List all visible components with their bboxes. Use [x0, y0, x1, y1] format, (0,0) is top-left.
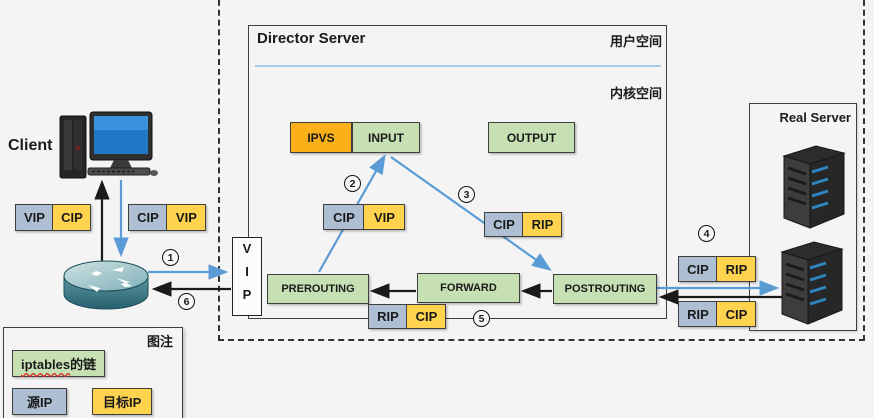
packet-director-to-realserver: CIP RIP — [678, 256, 757, 282]
packet-kernel-return: RIP CIP — [368, 304, 447, 329]
kernel-space-label: 内核空间 — [609, 86, 662, 101]
packet-dst-ip: RIP — [716, 256, 757, 282]
packet-src-ip: RIP — [368, 304, 408, 329]
step-3-badge: 3 — [458, 186, 475, 203]
packet-dst-ip: CIP — [406, 304, 447, 329]
input-chain-box: INPUT — [352, 122, 420, 153]
forward-chain-box: FORWARD — [417, 273, 520, 303]
legend-dest-ip-sample: 目标IP — [92, 388, 153, 415]
packet-realserver-return: RIP CIP — [678, 301, 757, 327]
packet-client-request: CIP VIP — [128, 204, 207, 231]
prerouting-chain-box: PREROUTING — [267, 274, 369, 304]
packet-dst-ip: CIP — [52, 204, 92, 231]
packet-src-ip: VIP — [15, 204, 54, 231]
vip-interface-box: V I P — [232, 237, 262, 316]
director-outer-dashed-frame — [218, 0, 865, 341]
packet-dst-ip: CIP — [716, 301, 757, 327]
packet-dst-ip: VIP — [166, 204, 207, 231]
step-5-badge: 5 — [473, 310, 490, 327]
desktop-computer-icon — [59, 111, 158, 179]
step-6-badge: 6 — [178, 293, 195, 310]
step-4-badge: 4 — [698, 225, 715, 242]
director-server-box — [248, 25, 667, 319]
packet-input-to-postrouting: CIP RIP — [484, 212, 563, 237]
ipvs-box: IPVS — [290, 122, 352, 153]
output-chain-box: OUTPUT — [488, 122, 575, 153]
packet-client-response: VIP CIP — [15, 204, 92, 231]
real-server-title: Real Server — [779, 110, 851, 125]
server-tower-icon — [780, 241, 844, 325]
router-icon — [63, 260, 149, 310]
postrouting-chain-box: POSTROUTING — [553, 274, 657, 304]
legend-source-ip-sample: 源IP — [12, 388, 68, 415]
legend-box: 图注 iptables的链 源IP 目标IP — [3, 327, 183, 418]
arrow-input-to-postrouting — [390, 156, 552, 271]
legend-title: 图注 — [146, 334, 173, 349]
legend-iptables-word: iptables — [21, 357, 71, 372]
server-tower-icon — [782, 145, 846, 229]
packet-dst-ip: RIP — [522, 212, 563, 237]
packet-dst-ip: VIP — [363, 204, 406, 230]
legend-chain-suffix: 的链 — [70, 357, 97, 372]
packet-prerouting-to-input: CIP VIP — [323, 204, 406, 230]
director-server-title: Director Server — [257, 30, 366, 47]
legend-iptables-chain-sample: iptables的链 — [12, 350, 106, 377]
packet-src-ip: RIP — [678, 301, 718, 327]
packet-src-ip: CIP — [484, 212, 524, 237]
real-server-box: Real Server — [749, 103, 857, 331]
packet-src-ip: CIP — [323, 204, 365, 230]
user-space-label: 用户空间 — [609, 34, 662, 49]
client-label: Client — [8, 137, 53, 154]
packet-src-ip: CIP — [678, 256, 718, 282]
step-2-badge: 2 — [344, 175, 361, 192]
step-1-badge: 1 — [162, 249, 179, 266]
packet-src-ip: CIP — [128, 204, 168, 231]
